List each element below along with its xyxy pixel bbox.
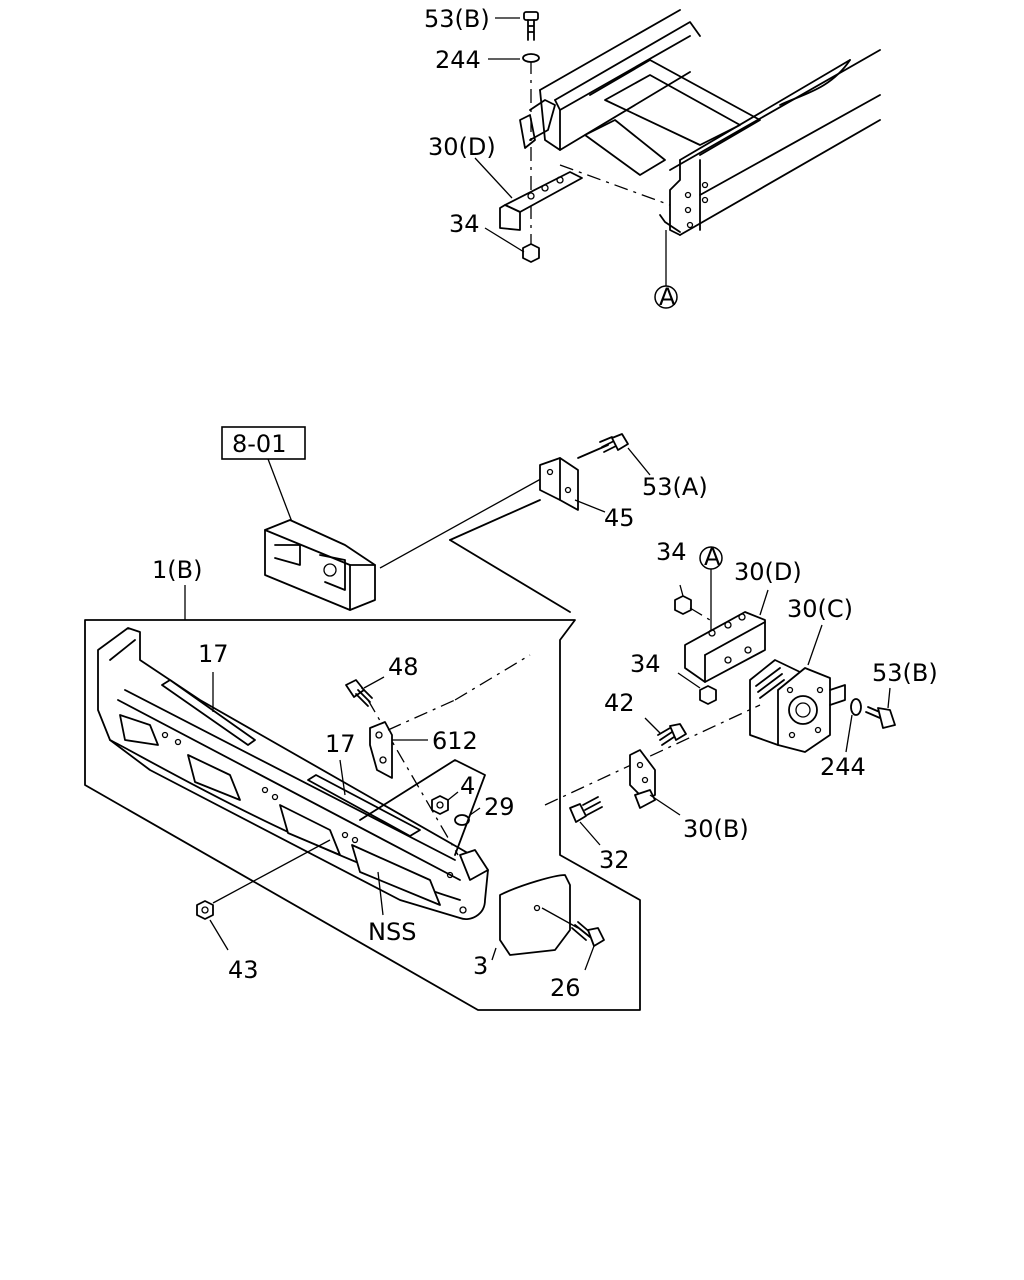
label-53b-right: 53(B)	[872, 659, 938, 687]
bumper-stay-block	[264, 519, 376, 611]
label-45: 45	[604, 504, 635, 532]
label-32: 32	[599, 846, 630, 874]
label-53a: 53(A)	[642, 473, 708, 501]
nut-34-mid	[674, 595, 692, 615]
bolt-48	[345, 679, 373, 707]
ref-circle-a-top	[654, 285, 678, 309]
bumper-end-cap-3	[459, 849, 571, 956]
label-4: 4	[460, 772, 475, 800]
label-nss: NSS	[368, 918, 416, 946]
bolt-53a	[577, 433, 629, 459]
label-34-top: 34	[449, 210, 480, 238]
labels: 53(B) 244 30(D) 34 A 8-01 53(A) 45 1(B) …	[152, 5, 938, 1002]
bracket-30d-mid	[684, 611, 766, 683]
nut-34-low	[699, 685, 717, 705]
label-30d-top: 30(D)	[428, 133, 496, 161]
bolt-53b-right	[865, 706, 896, 729]
bracket-30b	[629, 749, 656, 809]
label-3: 3	[473, 952, 488, 980]
bracket-612	[369, 721, 393, 779]
label-34-low: 34	[630, 650, 661, 678]
bracket-45	[539, 457, 579, 511]
label-30d-mid: 30(D)	[734, 558, 802, 586]
ref-box-8-01	[221, 426, 306, 460]
label-26: 26	[550, 974, 581, 1002]
label-29: 29	[484, 793, 515, 821]
stripe-17-upper	[161, 679, 256, 746]
label-a-mid: A	[704, 543, 721, 571]
label-17-lower: 17	[325, 730, 356, 758]
label-1b: 1(B)	[152, 556, 202, 584]
bumper-bar	[97, 627, 489, 920]
label-30c: 30(C)	[787, 595, 853, 623]
label-17-upper: 17	[198, 640, 229, 668]
label-53b-top: 53(B)	[424, 5, 490, 33]
label-42: 42	[604, 689, 635, 717]
label-30b: 30(B)	[683, 815, 749, 843]
label-244-right: 244	[820, 753, 866, 781]
nut-4	[431, 795, 449, 815]
bolt-53b-top	[523, 11, 539, 41]
label-244-top: 244	[435, 46, 481, 74]
bolt-42	[657, 723, 687, 746]
bracket-30d-top	[499, 171, 583, 231]
label-34-mid: 34	[656, 538, 687, 566]
nut-43	[196, 900, 214, 920]
bracket-30c	[749, 659, 846, 753]
bolt-26	[571, 921, 605, 947]
label-8-01: 8-01	[232, 430, 286, 458]
washer-244-top	[522, 53, 540, 63]
washer-244-right	[850, 698, 862, 716]
nut-34-top	[522, 243, 540, 263]
bolt-32	[569, 796, 603, 823]
frame-rail	[519, 9, 881, 287]
label-43: 43	[228, 956, 259, 984]
stripe-17-lower	[307, 774, 421, 837]
label-612: 612	[432, 727, 478, 755]
label-a-top: A	[659, 283, 676, 311]
label-48: 48	[388, 653, 419, 681]
